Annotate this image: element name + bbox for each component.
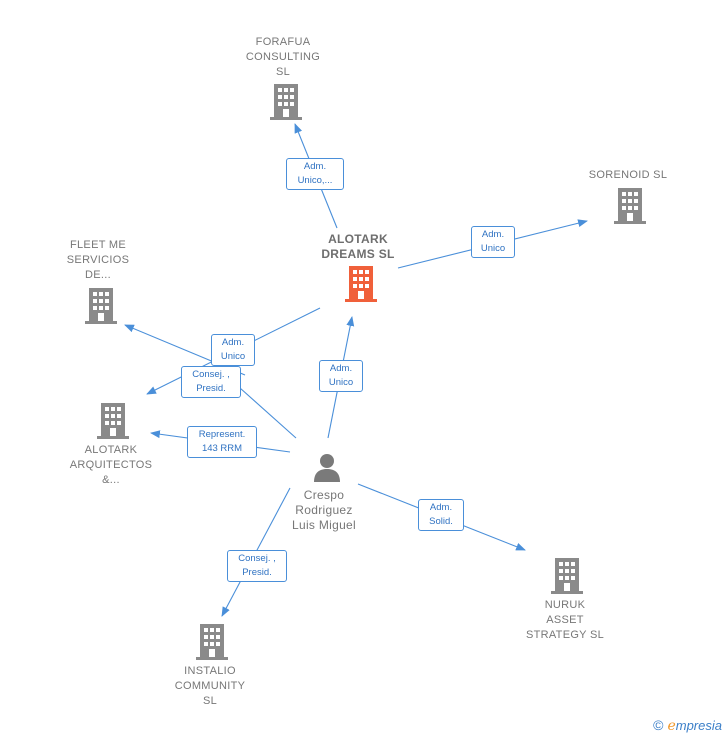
brand-name: mpresia <box>675 718 722 733</box>
edge-label-crespo-nuruk[interactable]: Adm. Solid. <box>418 499 464 531</box>
edge-label-dreams-arquitectos[interactable]: Consej. , Presid. <box>181 366 241 398</box>
building-icon[interactable] <box>270 84 302 125</box>
node-label-forafua[interactable]: FORAFUA CONSULTING SL <box>245 36 321 78</box>
brand-e: e <box>667 718 676 734</box>
person-icon[interactable] <box>313 452 341 487</box>
edge-label-crespo-dreams[interactable]: Adm. Unico <box>319 360 363 392</box>
building-icon[interactable] <box>85 288 117 329</box>
edge-label-fleet-me[interactable]: Adm. Unico <box>211 334 255 366</box>
edge-label-crespo-instalio[interactable]: Consej. , Presid. <box>227 550 287 582</box>
edge-line-crespo-fleet <box>239 387 297 439</box>
node-label-crespo[interactable]: Crespo Rodriguez Luis Miguel <box>292 488 356 532</box>
building-icon[interactable] <box>614 188 646 229</box>
building-icon[interactable] <box>551 558 583 599</box>
node-label-instalio[interactable]: INSTALIO COMMUNITY SL <box>174 665 246 707</box>
node-label-sorenoid[interactable]: SORENOID SL <box>588 169 668 181</box>
building-icon[interactable] <box>196 624 228 665</box>
node-label-nuruk[interactable]: NURUK ASSET STRATEGY SL <box>525 599 605 641</box>
edge-label-crespo-arquitectos[interactable]: Represent. 143 RRM <box>187 426 257 458</box>
node-label-alotark-dreams[interactable]: ALOTARK DREAMS SL <box>321 232 395 261</box>
building-icon[interactable] <box>97 403 129 444</box>
node-label-alotark-arquitectos[interactable]: ALOTARK ARQUITECTOS &... <box>69 444 153 486</box>
edge-label-sorenoid[interactable]: Adm. Unico <box>471 226 515 258</box>
building-icon-center[interactable] <box>345 266 377 307</box>
copyright-icon: © <box>653 717 664 733</box>
node-label-fleet-me[interactable]: FLEET ME SERVICIOS DE... <box>66 239 130 281</box>
edge-label-forafua[interactable]: Adm. Unico,... <box>286 158 344 190</box>
empresia-logo[interactable]: ©empresia <box>653 717 722 734</box>
